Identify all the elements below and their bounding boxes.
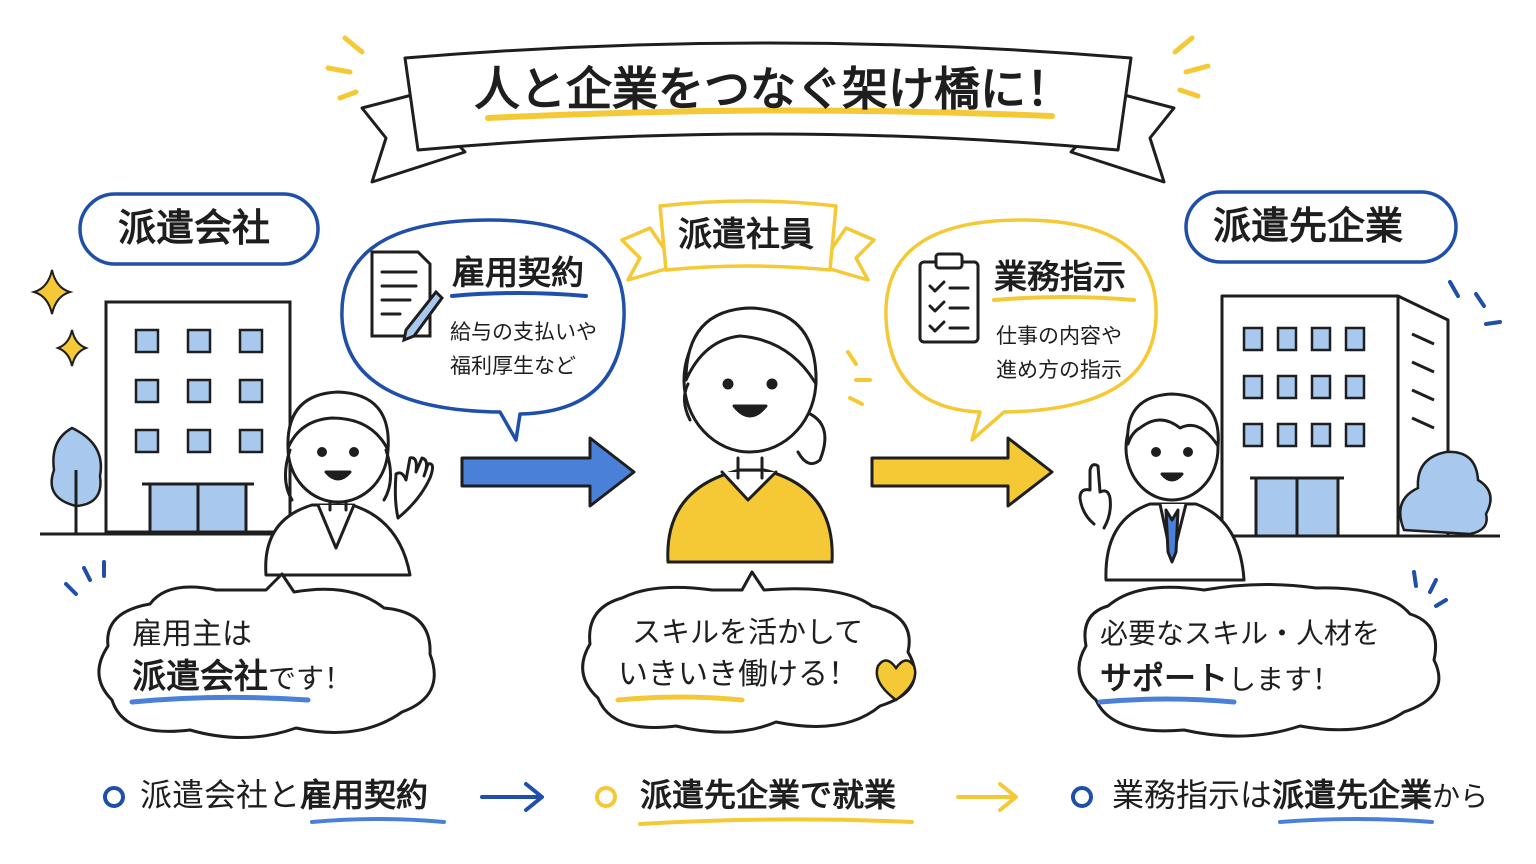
summary-underline-2 (638, 817, 914, 826)
tree-left-icon (50, 426, 103, 534)
page-title: 人と企業をつなぐ架け橋に！ (474, 62, 1072, 116)
worker-cloud-suffix: 働ける！ (738, 657, 858, 692)
agency-label: 派遣会社 (118, 206, 271, 250)
client-cloud-highlight: サポート (1100, 659, 1229, 697)
contract-title-underline (450, 291, 588, 298)
contract-line-1: 給与の支払いや (450, 320, 597, 344)
summary-item-1: 派遣会社と雇用契約 (140, 776, 429, 814)
title-underline (485, 107, 1055, 121)
client-pill (1184, 190, 1458, 264)
client-label: 派遣先企業 (1213, 204, 1404, 248)
document-pencil-icon (370, 250, 444, 343)
instruction-arrow (870, 436, 1054, 508)
client-windows (1242, 326, 1366, 448)
contract-title: 雇用契約 (452, 253, 584, 292)
summary-bullet-2 (595, 786, 617, 808)
summary-bullet-3 (1071, 786, 1093, 808)
summary-arrow-2 (956, 782, 1018, 812)
client-sparkle-icon (1448, 280, 1502, 326)
summary-underline-3 (1278, 817, 1434, 824)
client-cloud-line-2: サポートします！ (1100, 662, 1340, 694)
worker-sparkle-icon (846, 350, 872, 406)
worker-ribbon (620, 199, 876, 282)
agency-cloud-line-1: 雇用主は (132, 617, 252, 652)
agency-windows (134, 328, 264, 454)
summary-underline-1 (310, 817, 446, 824)
agency-cloud-sparkle-icon (64, 560, 106, 596)
worker-cloud (581, 570, 917, 734)
instruction-line-2: 進め方の指示 (996, 358, 1122, 382)
title-sparkles (325, 35, 1211, 101)
instruction-line-1: 仕事の内容や (996, 324, 1122, 348)
summary-bullet-1 (103, 786, 125, 808)
client-highlight-underline (1097, 696, 1237, 705)
worker-cloud-line-2: いきいき働ける！ (618, 660, 858, 690)
agency-cloud-highlight: 派遣会社 (132, 657, 268, 697)
worker-label: 派遣社員 (678, 215, 814, 255)
worker-highlight-underline (615, 694, 745, 703)
agency-cloud-suffix: です！ (268, 662, 353, 695)
instruction-title-underline (992, 295, 1136, 302)
agency-cloud (97, 572, 436, 740)
client-cloud-suffix: します！ (1228, 663, 1341, 696)
sparkle-icon (30, 269, 89, 367)
summary-item-2: 派遣先企業で就業 (640, 776, 897, 814)
bush-right-icon (1399, 450, 1492, 536)
summary-arrow-1 (480, 782, 544, 812)
worker-cloud-highlight: いきいき (618, 657, 738, 692)
summary-item-3: 業務指示は派遣先企業から (1112, 776, 1489, 814)
agency-highlight-underline (129, 694, 311, 705)
client-staff-icon (1078, 392, 1246, 582)
client-cloud-sparkle-icon (1412, 570, 1448, 608)
title-ribbon (360, 41, 1176, 184)
contract-line-2: 福利厚生など (450, 354, 576, 378)
worker-cloud-line-1: スキルを活かして (632, 615, 864, 649)
contract-arrow (460, 436, 636, 508)
client-cloud-line-1: 必要なスキル・人材を (1100, 617, 1381, 650)
agency-cloud-line-2: 派遣会社です！ (132, 660, 352, 694)
agency-pill (78, 192, 320, 266)
heart-icon (875, 659, 917, 702)
agency-staff-icon (264, 390, 435, 577)
clipboard-checklist-icon (918, 252, 980, 344)
instruction-title: 業務指示 (994, 257, 1126, 296)
worker-icon (666, 306, 834, 564)
